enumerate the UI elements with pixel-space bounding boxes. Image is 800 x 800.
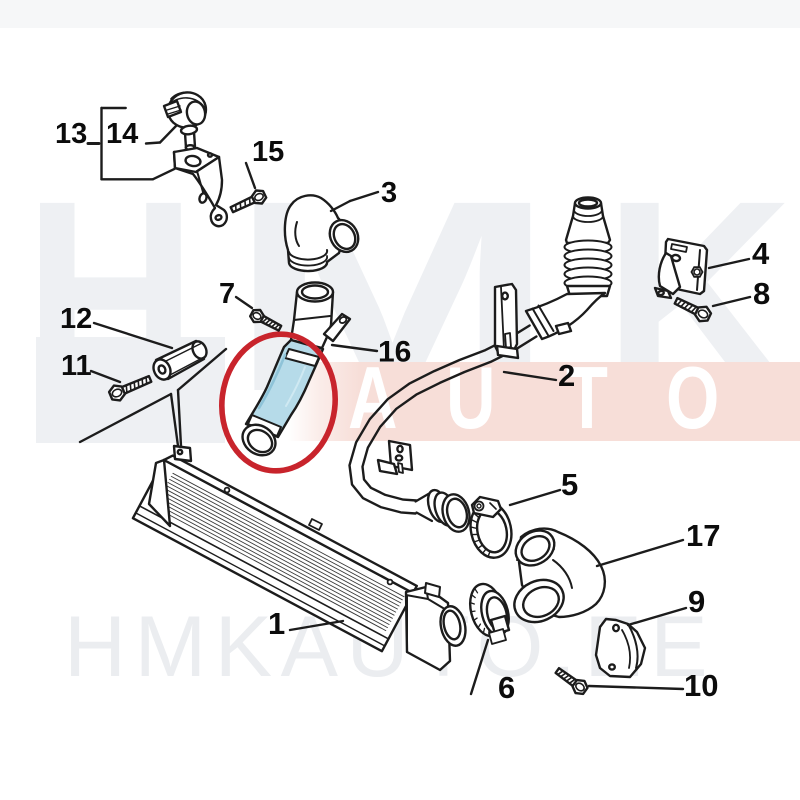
svg-text:3: 3 <box>381 177 397 209</box>
svg-text:6: 6 <box>498 670 515 705</box>
svg-text:T: T <box>566 349 608 447</box>
svg-text:10: 10 <box>684 668 718 703</box>
svg-text:7: 7 <box>219 278 235 310</box>
svg-text:4: 4 <box>752 236 770 271</box>
svg-text:1: 1 <box>268 606 285 641</box>
svg-text:14: 14 <box>106 118 138 150</box>
svg-text:O: O <box>666 349 719 447</box>
svg-text:2: 2 <box>558 358 575 393</box>
svg-text:U: U <box>446 349 496 447</box>
svg-text:9: 9 <box>688 584 705 619</box>
svg-text:16: 16 <box>378 336 411 369</box>
svg-text:12: 12 <box>60 303 92 335</box>
svg-text:8: 8 <box>753 276 770 311</box>
svg-text:15: 15 <box>252 136 284 168</box>
svg-text:17: 17 <box>686 518 720 553</box>
svg-text:11: 11 <box>61 350 92 382</box>
svg-text:13: 13 <box>55 118 87 150</box>
svg-text:5: 5 <box>561 467 578 502</box>
